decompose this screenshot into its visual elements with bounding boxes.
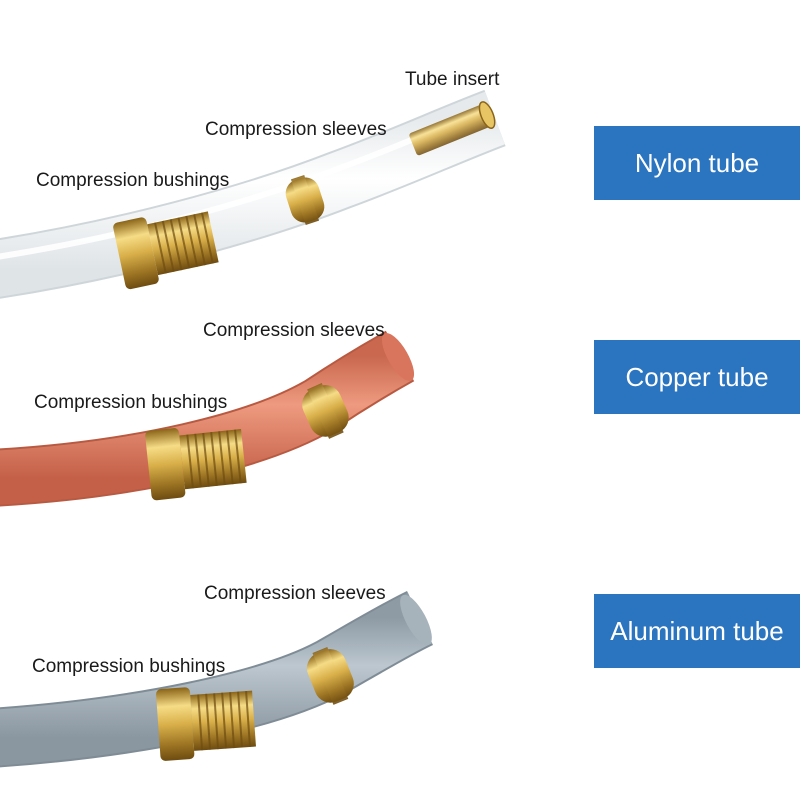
nylon-assembly [0,89,506,299]
copper-assembly [0,330,415,507]
tube-insert-label: Tube insert [405,69,500,90]
nylon-sleeves-label: Compression sleeves [205,119,387,140]
copper-bushings-label: Compression bushings [34,392,228,413]
nylon-bushings-label: Compression bushings [36,170,230,191]
aluminum-sleeves-label: Compression sleeves [204,583,386,604]
copper-compression-bushing [145,428,247,501]
copper-compression-sleeve [302,382,349,439]
copper-tube-badge: Copper tube [594,340,800,414]
aluminum-compression-sleeve [306,646,354,705]
nylon-tube-insert [409,101,496,156]
nylon-tube-badge: Nylon tube [594,126,800,200]
aluminum-compression-bushing [156,687,256,761]
copper-sleeves-label: Compression sleeves [203,320,385,341]
nylon-compression-sleeve [285,175,325,225]
aluminum-assembly [0,590,434,768]
aluminum-tube-badge: Aluminum tube [594,594,800,668]
aluminum-bushings-label: Compression bushings [32,656,226,677]
nylon-compression-bushing [113,211,219,290]
